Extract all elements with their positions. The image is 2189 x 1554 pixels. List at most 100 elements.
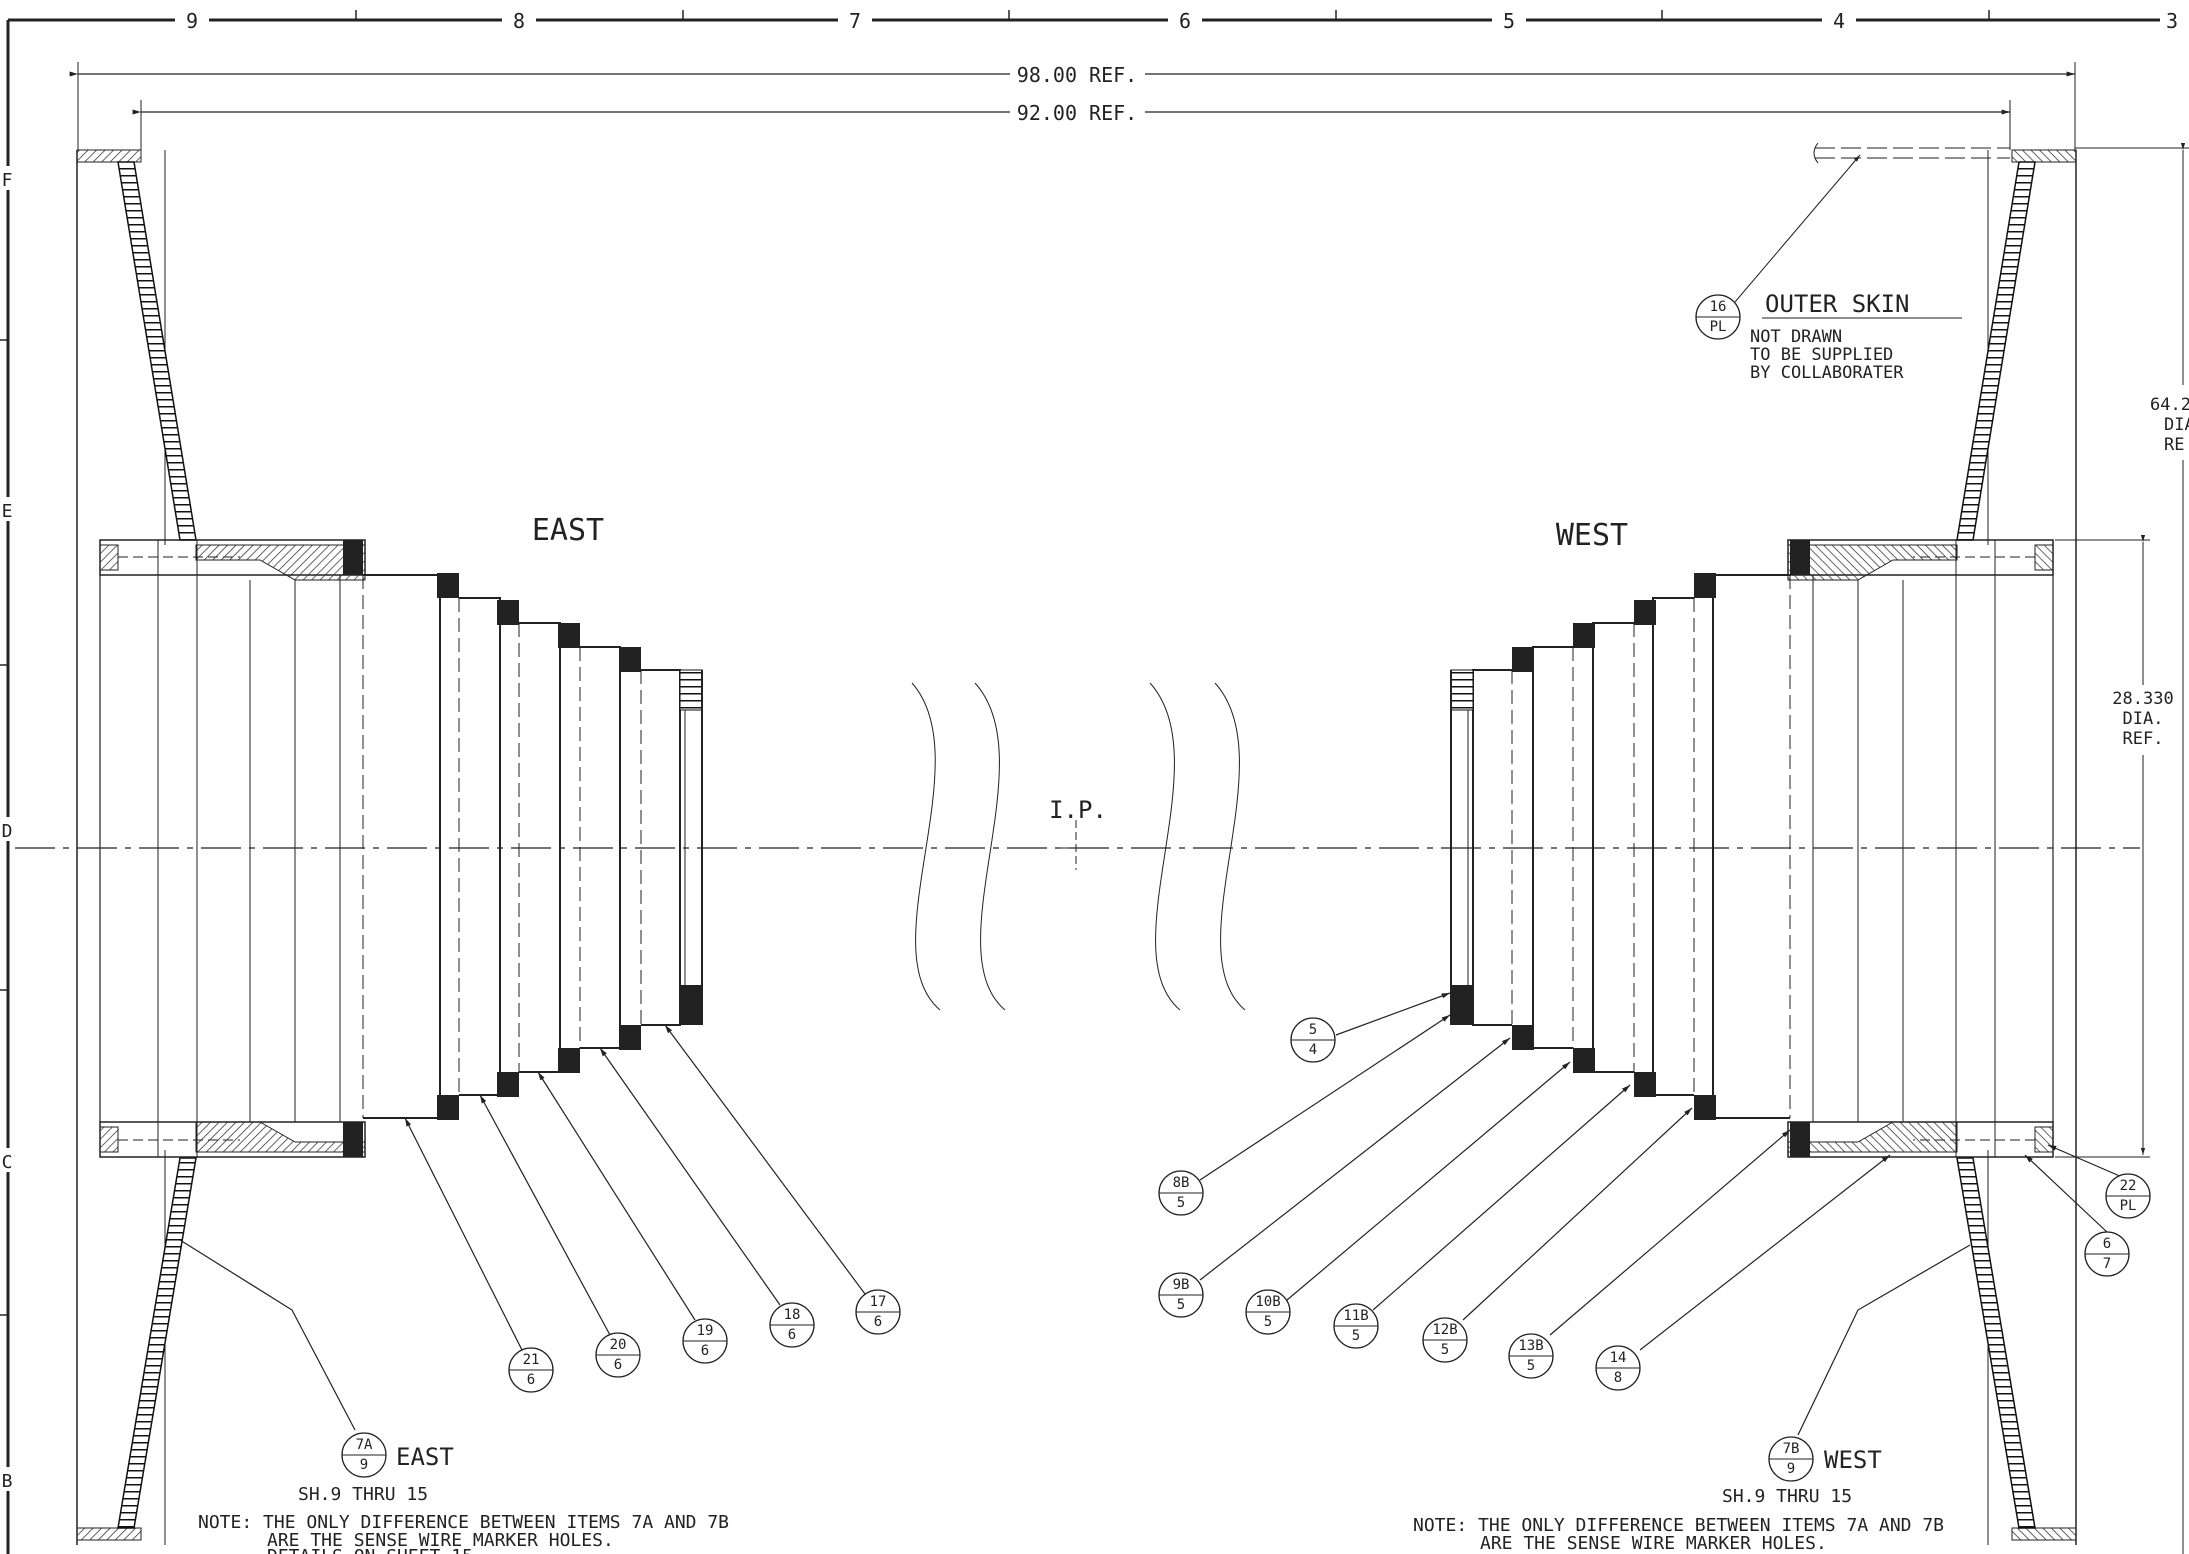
- dimension-overall-length: 98.00 REF.: [69, 62, 2076, 150]
- zone-row-labels: F E D C B: [0, 166, 16, 1492]
- balloon-7b-9: 7B 9: [1768, 1436, 1814, 1482]
- balloon-6-7: 6 7: [2084, 1231, 2130, 1277]
- zone-row-f: F: [2, 170, 13, 191]
- dimension-outer-diameter: 64.2 DIA RE: [2075, 143, 2189, 1554]
- balloon-19-6: 19 6: [682, 1318, 728, 1364]
- balloon-top: 14: [1610, 1350, 1627, 1366]
- dim-64-dia-l1: 64.2: [2150, 395, 2189, 415]
- balloon-top: 21: [523, 1352, 540, 1368]
- balloon-top: 5: [1309, 1022, 1317, 1038]
- ip-label: I.P.: [1049, 796, 1107, 824]
- zone-col-8: 8: [513, 9, 525, 33]
- balloon-bottom: 7: [2103, 1256, 2111, 1272]
- balloon-bottom: 5: [1177, 1195, 1185, 1211]
- outer-skin-note-1: NOT DRAWN: [1750, 327, 1842, 347]
- dim-98-ref: 98.00 REF.: [1017, 63, 1137, 87]
- balloon-top: 17: [870, 1294, 887, 1310]
- dim-64-dia-l3: RE: [2164, 435, 2184, 455]
- outer-skin-callout: OUTER SKIN NOT DRAWN TO BE SUPPLIED BY C…: [1734, 154, 1962, 383]
- balloon-top: 7A: [356, 1437, 373, 1453]
- balloon-bottom: 5: [1352, 1328, 1360, 1344]
- balloon-top: 20: [610, 1337, 627, 1353]
- balloon-bottom: 5: [1527, 1358, 1535, 1374]
- balloon-bottom: PL: [1710, 319, 1727, 335]
- balloon-top: 22: [2120, 1178, 2137, 1194]
- callout-7a-east: EAST: [396, 1443, 454, 1471]
- zone-col-4: 4: [1833, 9, 1845, 33]
- callout-7b-sheets: SH.9 THRU 15: [1722, 1486, 1852, 1507]
- callout-7b-west: WEST: [1824, 1446, 1882, 1474]
- zone-row-d: D: [2, 821, 13, 842]
- balloon-top: 7B: [1783, 1441, 1800, 1457]
- balloon-top: 19: [697, 1323, 714, 1339]
- balloon-top: 11B: [1343, 1308, 1368, 1324]
- balloon-bottom: PL: [2120, 1198, 2137, 1214]
- dimension-inner-diameter: 28.330 DIA. REF.: [2055, 535, 2174, 1158]
- outer-skin-note-3: BY COLLABORATER: [1750, 363, 1904, 383]
- note-east-line2: ARE THE SENSE WIRE MARKER HOLES.: [267, 1530, 614, 1551]
- balloon-bottom: 5: [1441, 1342, 1449, 1358]
- zone-column-labels: 9 8 7 6 5 4 3: [175, 8, 2189, 33]
- balloon-9b-5: 9B 5: [1158, 1272, 1204, 1318]
- balloon-bottom: 6: [614, 1357, 622, 1373]
- note-east-line1: NOTE: THE ONLY DIFFERENCE BETWEEN ITEMS …: [198, 1512, 729, 1533]
- dim-28-dia-l2: DIA.: [2123, 709, 2164, 729]
- balloon-bottom: 9: [1787, 1461, 1795, 1477]
- east-title: EAST: [532, 513, 604, 548]
- zone-col-9: 9: [186, 9, 198, 33]
- ip-marker: I.P.: [1049, 796, 1107, 870]
- balloon-bottom: 6: [527, 1372, 535, 1388]
- balloon-10b-5: 10B 5: [1245, 1289, 1291, 1335]
- zone-col-3: 3: [2166, 9, 2178, 33]
- callout-7a-sheets: SH.9 THRU 15: [298, 1484, 428, 1505]
- balloon-17-6: 17 6: [855, 1289, 901, 1335]
- zone-col-7: 7: [849, 9, 861, 33]
- west-title: WEST: [1556, 518, 1628, 553]
- balloon-11b-5: 11B 5: [1333, 1303, 1379, 1349]
- balloon-top: 9B: [1173, 1277, 1190, 1293]
- balloon-top: 18: [784, 1307, 801, 1323]
- outer-skin-note-2: TO BE SUPPLIED: [1750, 345, 1893, 365]
- note-east-line3: DETAILS ON SHEET 15: [267, 1546, 473, 1554]
- balloon-21-6: 21 6: [508, 1347, 554, 1393]
- balloon-18-6: 18 6: [769, 1302, 815, 1348]
- balloon-top: 6: [2103, 1236, 2111, 1252]
- balloon-bottom: 6: [788, 1327, 796, 1343]
- balloon-22-pl: 22 PL: [2105, 1173, 2151, 1219]
- balloon-14-8: 14 8: [1595, 1345, 1641, 1391]
- balloon-bottom: 5: [1264, 1314, 1272, 1330]
- zone-row-b: B: [2, 1471, 13, 1492]
- break-lines: [911, 682, 1246, 1011]
- balloon-bottom: 5: [1177, 1297, 1185, 1313]
- dim-64-dia-l2: DIA: [2164, 415, 2189, 435]
- balloon-top: 8B: [1173, 1175, 1190, 1191]
- sheet-border: [0, 10, 2185, 1554]
- balloon-16-pl: 16 PL: [1695, 294, 1741, 340]
- balloon-bottom: 8: [1614, 1370, 1622, 1386]
- balloon-5-4: 5 4: [1290, 1017, 1336, 1063]
- balloon-20-6: 20 6: [595, 1332, 641, 1378]
- zone-col-5: 5: [1503, 9, 1515, 33]
- leader-lines: [179, 992, 2123, 1436]
- east-endplate: [76, 149, 366, 1545]
- balloon-bottom: 9: [360, 1457, 368, 1473]
- zone-col-6: 6: [1179, 9, 1191, 33]
- west-endplate: [1450, 149, 2077, 1545]
- balloon-8b-5: 8B 5: [1158, 1170, 1204, 1216]
- balloon-top: 13B: [1518, 1338, 1543, 1354]
- dimension-inner-length: 92.00 REF.: [132, 100, 2011, 150]
- zone-row-e: E: [2, 501, 13, 522]
- balloon-top: 10B: [1255, 1294, 1280, 1310]
- note-west-line2: ARE THE SENSE WIRE MARKER HOLES.: [1480, 1533, 1827, 1554]
- balloon-bottom: 6: [701, 1343, 709, 1359]
- balloon-top: 16: [1710, 299, 1727, 315]
- dim-28-dia-l3: REF.: [2123, 729, 2164, 749]
- note-west-line1: NOTE: THE ONLY DIFFERENCE BETWEEN ITEMS …: [1413, 1515, 1944, 1536]
- balloon-bottom: 4: [1309, 1042, 1317, 1058]
- dim-92-ref: 92.00 REF.: [1017, 101, 1137, 125]
- balloon-12b-5: 12B 5: [1422, 1317, 1468, 1363]
- dim-28-dia-l1: 28.330: [2112, 689, 2173, 709]
- east-stepped-cylinders: [362, 573, 703, 1120]
- zone-row-c: C: [2, 1152, 13, 1173]
